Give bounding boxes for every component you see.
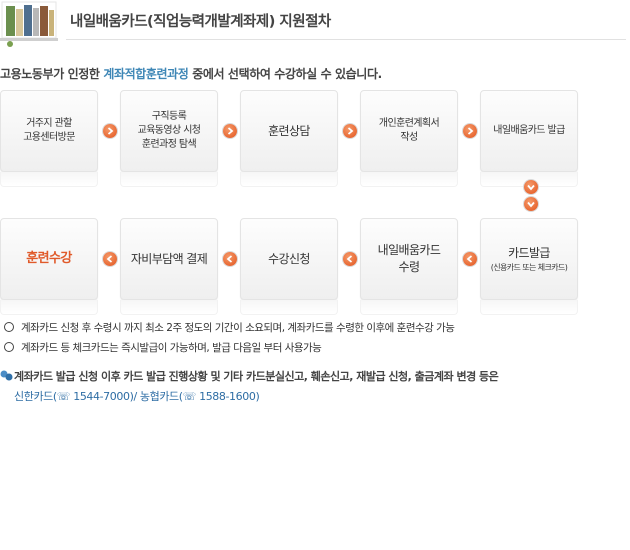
arrow-down-icon [524, 180, 538, 194]
title-divider [66, 39, 626, 40]
step-label: 카드발급 [508, 245, 550, 260]
arrow-down-icon [524, 197, 538, 211]
step-label: 개인훈련계획서 작성 [378, 118, 440, 143]
step-card-issued-text: 카드발급 (신용카드 또는 체크카드) [491, 228, 568, 291]
step-card-issuance: 내일배움카드 발급 [480, 90, 578, 172]
note-item: 계좌카드 등 체크카드는 즉시발급이 가능하며, 발급 다음일 부터 사용가능 [4, 340, 322, 355]
step-label: 자비부담액 결제 [130, 251, 208, 266]
bookshelf-icon [0, 1, 58, 47]
step-label: 훈련상담 [268, 123, 310, 138]
arrow-right-icon [223, 124, 237, 138]
info-text: 계좌카드 발급 신청 이후 카드 발급 진행상황 및 기타 카드분실신고, 훼손… [14, 370, 499, 383]
arrow-right-icon [343, 124, 357, 138]
step-reflection [360, 172, 458, 187]
intro-text-before: 고용노동부가 인정한 [0, 67, 104, 81]
step-reflection [240, 300, 338, 315]
arrow-right-icon [103, 124, 117, 138]
step-label: 내일배움카드 발급 [493, 125, 565, 136]
step-sublabel: (신용카드 또는 체크카드) [490, 262, 568, 272]
step-job-registration: 구직등록 교육동영상 시청 훈련과정 탐색 [120, 90, 218, 172]
step-reflection [0, 172, 98, 187]
step-training-consultation: 훈련상담 [240, 90, 338, 172]
arrow-left-icon [103, 252, 117, 266]
info-bullet-icon [0, 370, 13, 381]
step-reflection [480, 300, 578, 315]
step-label: 수강신청 [268, 251, 310, 266]
step-training-plan: 개인훈련계획서 작성 [360, 90, 458, 172]
step-visit-employment-center: 거주지 관할 고용센터방문 [0, 90, 98, 172]
step-take-training: 훈련수강 [0, 218, 98, 300]
step-reflection [240, 172, 338, 187]
circle-bullet-icon [4, 342, 14, 352]
page-title: 내일배움카드(직업능력개발계좌제) 지원절차 [70, 14, 331, 30]
page-header: 내일배움카드(직업능력개발계좌제) 지원절차 [0, 0, 630, 48]
step-course-application: 수강신청 [240, 218, 338, 300]
intro-text: 고용노동부가 인정한 계좌적합훈련과정 중에서 선택하여 수강하실 수 있습니다… [0, 65, 382, 82]
arrow-left-icon [463, 252, 477, 266]
step-card-issued: 카드발급 (신용카드 또는 체크카드) [480, 218, 578, 300]
step-reflection [120, 300, 218, 315]
step-label: 훈련수강 [26, 251, 72, 266]
intro-highlight: 계좌적합훈련과정 [103, 67, 189, 81]
step-reflection [360, 300, 458, 315]
arrow-left-icon [223, 252, 237, 266]
circle-bullet-icon [4, 322, 14, 332]
step-label: 거주지 관할 고용센터방문 [23, 118, 75, 143]
step-label: 구직등록 교육동영상 시청 훈련과정 탐색 [137, 111, 201, 150]
step-reflection [120, 172, 218, 187]
arrow-right-icon [463, 124, 477, 138]
note-text: 계좌카드 신청 후 수령시 까지 최소 2주 정도의 기간이 소요되며, 계좌카… [21, 322, 455, 334]
arrow-left-icon [343, 252, 357, 266]
step-receive-card: 내일배움카드 수령 [360, 218, 458, 300]
step-self-payment: 자비부담액 결제 [120, 218, 218, 300]
note-text: 계좌카드 등 체크카드는 즉시발급이 가능하며, 발급 다음일 부터 사용가능 [21, 342, 322, 354]
step-reflection [0, 300, 98, 315]
card-contacts: 신한카드(☏ 1544-7000)/ 농협카드(☏ 1588-1600) [14, 390, 260, 403]
note-item: 계좌카드 신청 후 수령시 까지 최소 2주 정도의 기간이 소요되며, 계좌카… [4, 320, 455, 335]
intro-text-after: 중에서 선택하여 수강하실 수 있습니다. [188, 67, 382, 81]
step-label: 내일배움카드 수령 [377, 243, 441, 274]
